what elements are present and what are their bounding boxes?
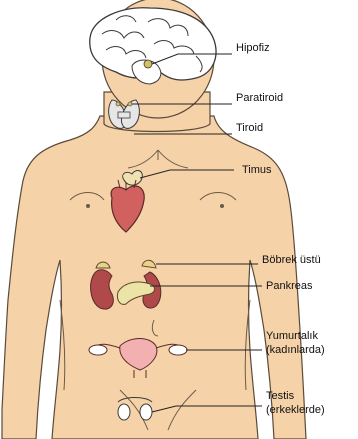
label-testis-1: Testis [266,390,294,403]
label-timus: Timus [242,164,272,177]
label-pankreas: Pankreas [266,280,312,293]
label-paratiroid: Paratiroid [236,92,283,105]
left-ovary [89,345,107,355]
parathyroid-gland [116,102,120,106]
label-yumurtalik-1: Yumurtalık [266,330,318,343]
label-bobrek-ustu: Böbrek üstü [262,254,321,267]
label-hipofiz: Hipofiz [236,42,270,55]
pituitary-gland [144,60,152,68]
left-testis [118,404,130,420]
label-tiroid: Tiroid [236,122,263,135]
right-testis [140,404,152,420]
label-testis-2: (erkeklerde) [266,404,325,417]
label-yumurtalik-2: (kadınlarda) [266,344,325,357]
right-ovary [169,345,187,355]
